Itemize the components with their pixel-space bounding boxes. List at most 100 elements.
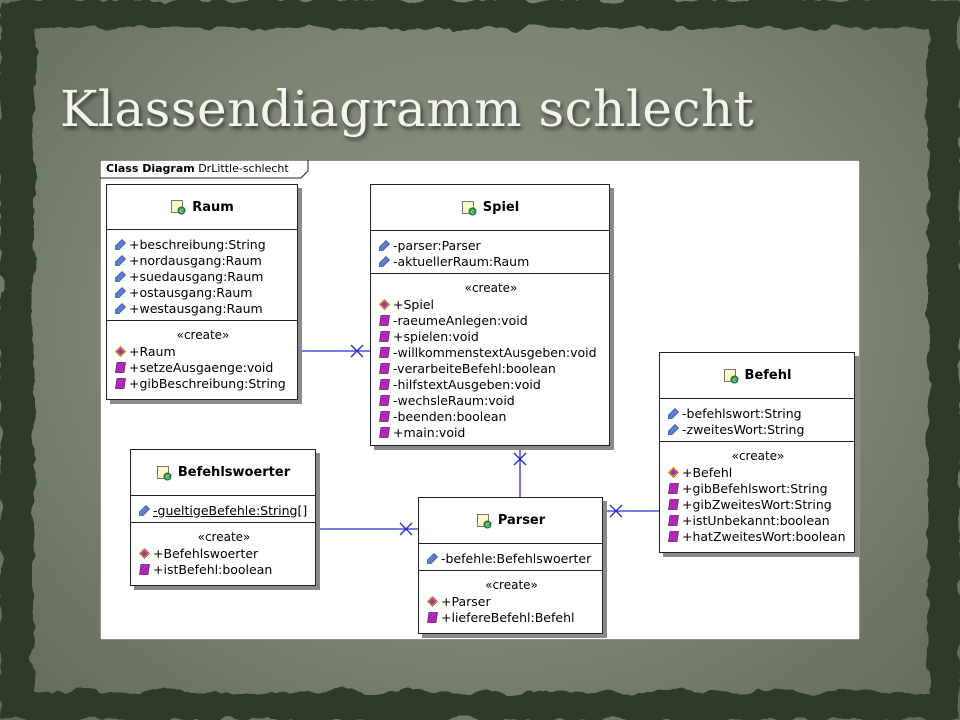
member-label: -verarbeiteBefehl:boolean [393, 360, 556, 376]
attribute-row: +beschreibung:String [115, 236, 291, 252]
operation-icon [115, 361, 126, 373]
class-parser[interactable]: c Parser -befehle:Befehlswoerter «create… [418, 497, 603, 634]
attribute-row: -gueltigeBefehle:String[] [139, 502, 309, 518]
attribute-icon [668, 407, 679, 419]
class-spiel[interactable]: c Spiel -parser:Parser-aktuellerRaum:Rau… [370, 184, 610, 446]
class-name: Raum [192, 199, 234, 215]
operation-icon [379, 426, 390, 438]
member-label: +Parser [441, 593, 491, 609]
stereotype-label: «create» [197, 530, 251, 544]
operation-icon [139, 563, 150, 575]
svg-text:c: c [471, 209, 474, 215]
operation-row: -wechsleRaum:void [379, 392, 603, 408]
operation-icon [379, 314, 390, 326]
stereotype-label: «create» [731, 449, 785, 463]
association-lines [100, 160, 860, 640]
constructor-icon [139, 547, 150, 559]
member-label: -zweitesWort:String [682, 421, 805, 437]
attribute-icon [115, 254, 126, 266]
attribute-row: +westausgang:Raum [115, 300, 291, 316]
operation-icon [115, 377, 126, 389]
operations-section: «create»+Befehlswoerter+istBefehl:boolea… [131, 523, 315, 581]
attribute-row: -zweitesWort:String [668, 421, 848, 437]
class-icon: c [461, 200, 477, 215]
attribute-icon [427, 552, 438, 564]
svg-text:c: c [486, 522, 489, 528]
operation-icon [668, 482, 679, 494]
operation-row: +Parser [427, 593, 596, 609]
frame-tab [100, 160, 309, 179]
svg-text:c: c [733, 377, 736, 383]
member-label: -befehlswort:String [682, 405, 802, 421]
attribute-icon [115, 286, 126, 298]
association-befehlswoerter-parser [316, 522, 418, 536]
member-label: -befehle:Befehlswoerter [441, 550, 592, 566]
operation-row: +spielen:void [379, 328, 603, 344]
member-label: +beschreibung:String [129, 236, 266, 252]
class-raum[interactable]: c Raum +beschreibung:String+nordausgang:… [106, 184, 298, 400]
attributes-section: +beschreibung:String+nordausgang:Raum+su… [107, 230, 297, 321]
member-label: -hilfstextAusgeben:void [393, 376, 541, 392]
class-befehlswoerter[interactable]: c Befehlswoerter -gueltigeBefehle:String… [130, 449, 316, 586]
member-label: +Spiel [393, 296, 434, 312]
class-icon: c [171, 200, 186, 215]
attribute-icon [379, 239, 390, 251]
class-name: Parser [497, 513, 546, 528]
attribute-row: -parser:Parser [379, 237, 603, 253]
operation-row: -raeumeAnlegen:void [379, 312, 603, 328]
operation-row: +istBefehl:boolean [139, 561, 309, 577]
member-label: +suedausgang:Raum [129, 268, 264, 284]
operation-icon [668, 514, 679, 526]
member-label: +setzeAusgaenge:void [129, 359, 274, 375]
attribute-icon [139, 504, 150, 516]
class-name: Spiel [482, 200, 520, 215]
member-label: -parser:Parser [393, 237, 481, 253]
operation-row: +Befehl [668, 464, 848, 480]
member-label: +gibZweitesWort:String [682, 496, 832, 512]
operation-row: +Befehlswoerter [139, 545, 309, 561]
member-label: +istUnbekannt:boolean [682, 512, 830, 528]
attribute-row: -befehlswort:String [668, 405, 848, 421]
member-label: +ostausgang:Raum [129, 284, 253, 300]
class-befehl[interactable]: c Befehl -befehlswort:String-zweitesWort… [659, 352, 855, 553]
operation-row: +Raum [115, 343, 291, 359]
constructor-icon [668, 466, 679, 478]
operation-row: -verarbeiteBefehl:boolean [379, 360, 603, 376]
association-raum-spiel [298, 344, 370, 358]
association-spiel-parser [513, 446, 527, 497]
operations-section: «create»+Parser+liefereBefehl:Befehl [419, 571, 602, 629]
attribute-row: -aktuellerRaum:Raum [379, 253, 603, 269]
operation-row: +liefereBefehl:Befehl [427, 609, 596, 625]
operation-icon [427, 611, 438, 623]
attribute-icon [668, 423, 679, 435]
constructor-icon [379, 298, 390, 310]
attribute-row: +nordausgang:Raum [115, 252, 291, 268]
attribute-row: +suedausgang:Raum [115, 268, 291, 284]
member-label: +main:void [393, 424, 466, 440]
attribute-row: +ostausgang:Raum [115, 284, 291, 300]
member-label: +Befehlswoerter [153, 545, 259, 561]
attribute-icon [115, 302, 126, 314]
operations-section: «create»+Spiel-raeumeAnlegen:void+spiele… [371, 274, 609, 444]
member-label: +spielen:void [393, 328, 479, 344]
class-icon: c [723, 368, 739, 383]
diagram-frame-label: Class Diagram DrLittle-schlecht [106, 162, 289, 175]
member-label: +westausgang:Raum [129, 300, 263, 316]
operation-icon [668, 530, 679, 542]
svg-text:c: c [166, 474, 169, 480]
member-label: -willkommenstextAusgeben:void [393, 344, 597, 360]
operation-row: +setzeAusgaenge:void [115, 359, 291, 375]
operation-row: -beenden:boolean [379, 408, 603, 424]
member-label: +nordausgang:Raum [129, 252, 262, 268]
stereotype-label: «create» [485, 578, 538, 592]
operations-section: «create»+Befehl+gibBefehlswort:String+gi… [660, 442, 854, 548]
attributes-section: -befehlswort:String-zweitesWort:String [660, 399, 854, 442]
class-name: Befehl [744, 368, 792, 383]
attribute-row: -befehle:Befehlswoerter [427, 550, 596, 566]
association-parser-befehl [603, 504, 659, 518]
operation-icon [379, 394, 390, 406]
stereotype-label: «create» [176, 328, 230, 342]
attributes-section: -befehle:Befehlswoerter [419, 544, 602, 571]
class-diagram: Class Diagram DrLittle-schlecht c Raum +… [100, 160, 860, 640]
attribute-icon [115, 270, 126, 282]
